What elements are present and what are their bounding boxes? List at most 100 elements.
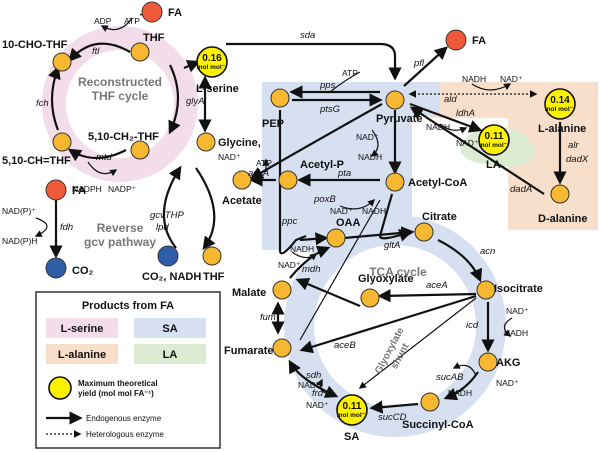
l-serine-label: L-serine [196, 83, 239, 95]
gcvthp-label: gcvTHP [150, 210, 184, 221]
co2-label: CO₂ [72, 265, 94, 277]
legend-yield-icon [48, 376, 72, 400]
co2-nadh-node [157, 245, 179, 267]
thf-node [130, 42, 150, 62]
atp-ack-label: ATP [256, 158, 272, 168]
dadx-label: dadX [566, 154, 589, 165]
ftl-label: ftl [92, 46, 100, 57]
sa-yield-unit: mol mol⁻¹ [337, 412, 368, 419]
acetate-label: Acetate [222, 195, 262, 207]
acetyl-p-node [278, 170, 298, 190]
legend-l-alanine: L-alanine [58, 349, 106, 361]
alr-label: alr [568, 140, 579, 151]
glta-label: gltA [384, 240, 400, 251]
succinyl-coa-node [420, 392, 440, 412]
acetyl-coa-node [385, 172, 405, 192]
nadh-icd-label: NADH [504, 328, 528, 338]
thf-label: THF [143, 32, 165, 44]
mdh-label: mdh [302, 264, 320, 275]
glya-to-serine [183, 60, 201, 73]
oaa-node [326, 228, 346, 248]
sdh-label: sdh [306, 370, 321, 381]
fa-label-right: FA [472, 35, 486, 47]
atp-pps-label: ATP [342, 68, 358, 78]
lpd-label: lpd [156, 222, 169, 233]
legend-swatch-la [134, 344, 206, 364]
citrate-label: Citrate [422, 211, 457, 223]
sucab-cofactor [452, 362, 477, 377]
la-yield-node [478, 124, 510, 156]
nadh-mdh-label: NADH [290, 244, 314, 254]
fch-arrow [48, 65, 61, 131]
thf-cycle-title-2: THF cycle [92, 89, 149, 103]
sucab-label: sucAB [436, 372, 464, 383]
akg-label: AKG [496, 357, 520, 369]
l-serine-yield-node [196, 46, 228, 78]
glycine-nad-label: NAD⁺ [218, 152, 241, 162]
nad-suc-label: NAD⁺ [496, 378, 519, 388]
legend-heterologous: Heterologous enzyme [86, 430, 164, 439]
fdh-cofactor-arrow [34, 217, 48, 237]
nadp-h-label: NAD(P)H [2, 236, 37, 246]
sa-yield: 0.11 [343, 401, 362, 412]
pyruvate-node [385, 90, 405, 110]
fa-node-left [45, 179, 67, 201]
glta-arrow [343, 226, 415, 240]
pfl-arrow [403, 46, 448, 87]
la-yield-unit: mol mol⁻¹ [479, 142, 510, 149]
l-alanine-region-top [430, 82, 510, 118]
sda-arrow [226, 42, 402, 81]
ppc-line [278, 110, 307, 255]
gcv-arrow-right [195, 167, 216, 251]
poxb-cofactor [339, 198, 376, 210]
legend-swatch-l-serine [46, 318, 118, 338]
l-alanine-region [508, 82, 598, 230]
mtd-label: mtd [96, 152, 113, 163]
acea-label: aceA [426, 280, 448, 291]
legend-yield-1: Maximum theoretical [78, 379, 158, 388]
citrate-node [414, 222, 434, 242]
nad-icd-label: NAD⁺ [506, 306, 529, 316]
acea-to-sa [358, 297, 477, 389]
glycine-node [196, 132, 216, 152]
dada-arrow [409, 106, 545, 195]
thf-bottom-node [202, 246, 222, 266]
d-alanine-node [550, 184, 570, 204]
malate-label: Malate [232, 287, 266, 299]
nad-pyr-label: NAD⁺ [356, 132, 379, 142]
ch2-thf-node [130, 140, 150, 160]
nad-mdh-label: NAD⁺ [278, 260, 301, 270]
mtd-arrow [67, 148, 127, 162]
pep-node [270, 88, 290, 108]
d-alanine-label: D-alanine [538, 213, 588, 225]
l-alanine-yield-unit: mol mol⁻¹ [545, 106, 576, 113]
thf-cycle-region [42, 26, 198, 182]
pps-label: pps [319, 80, 336, 91]
l-serine-yield-unit: mol mol⁻¹ [197, 64, 228, 71]
frd-cofactor [316, 378, 331, 395]
nadh-suc-label: NADH [448, 388, 472, 398]
akg-node [478, 352, 498, 372]
ptsg-label: ptsG [319, 104, 340, 115]
acetate-node [232, 170, 252, 190]
pep-label: PEP [262, 118, 284, 130]
ftl-arrow [68, 42, 131, 62]
nadh-ldh-label: NADH [426, 122, 450, 132]
mdh-cofactor [291, 251, 318, 261]
nad-frd-label: NAD⁺ [306, 400, 329, 410]
nad-ldh-label: NAD⁺ [456, 138, 479, 148]
acn-arrow [437, 239, 483, 283]
nad-ald-label: NAD⁺ [500, 74, 523, 84]
glya-label: glyA [186, 96, 204, 107]
ch-thf-label: 5,10-CH=THF [2, 155, 71, 167]
acetyl-coa-label: Acetyl-CoA [408, 177, 467, 189]
legend-endogenous: Endogenous enzyme [86, 414, 162, 423]
nadph-label: NADPH [72, 184, 102, 194]
ald-cofactor-arrow [471, 83, 512, 91]
ald-label: ald [444, 94, 457, 105]
pps-atp [329, 71, 361, 93]
mdh-arrow [289, 245, 331, 279]
thf-cycle-title-1: Reconstructed [78, 75, 162, 89]
fumarate-label: Fumarate [224, 345, 274, 357]
